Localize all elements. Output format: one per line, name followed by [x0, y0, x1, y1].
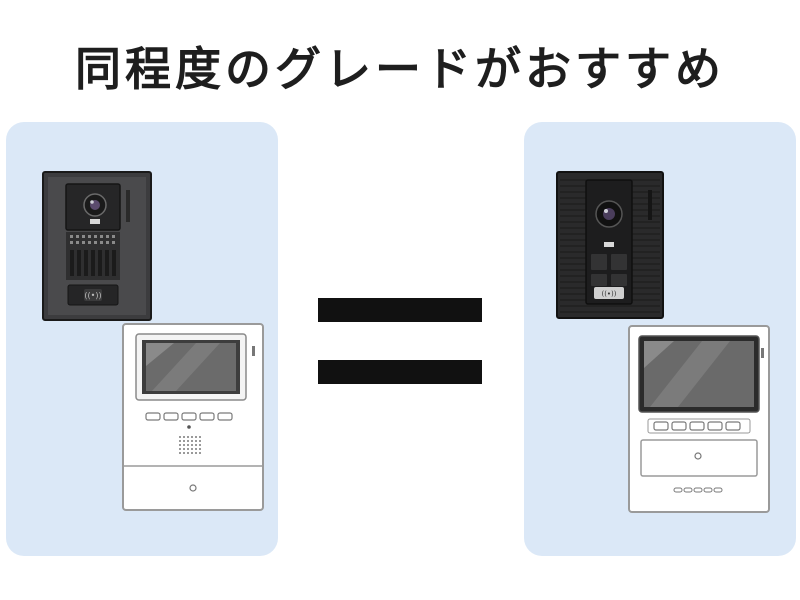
left-intercom-illustration: ((•)) [42, 171, 264, 511]
page-title: 同程度のグレードがおすすめ [75, 42, 725, 96]
right-intercom-panel: ((•)) [524, 122, 796, 556]
equals-sign-bottom-bar [318, 360, 482, 384]
svg-text:((•)): ((•)) [84, 291, 101, 300]
black-door-station-icon: ((•)) [556, 171, 664, 319]
svg-text:((•)): ((•)) [601, 290, 616, 298]
right-intercom-illustration: ((•)) [556, 171, 770, 513]
grey-door-station-icon: ((•)) [42, 171, 152, 321]
left-intercom-panel: ((•)) [6, 122, 278, 556]
white-large-indoor-monitor-icon [628, 325, 770, 513]
equals-sign-top-bar [318, 298, 482, 322]
white-indoor-monitor-icon [122, 323, 264, 511]
